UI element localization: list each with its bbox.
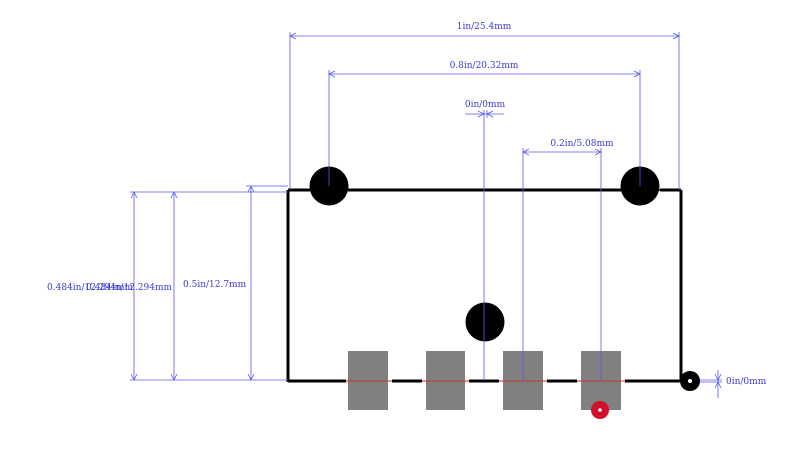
dim-hole-pitch: 0.8in/20.32mm [450, 61, 519, 71]
dimension-lines [130, 32, 722, 398]
dim-right-offset: 0in/0mm [726, 377, 767, 387]
dim-pad-pitch: 0.2in/5.08mm [550, 139, 614, 149]
body-outline [286, 188, 683, 383]
dim-height-inner: 0.5in/12.7mm [183, 280, 247, 290]
dim-overall-width: 1in/25.4mm [457, 22, 512, 32]
dim-center-offset: 0in/0mm [465, 100, 506, 110]
mounting-hole-center [465, 302, 505, 342]
dim-height-outer-overlap: 0.484in/12.294mm [86, 283, 172, 293]
dim-height-outer: 0.484in/12.294mm [47, 283, 133, 293]
